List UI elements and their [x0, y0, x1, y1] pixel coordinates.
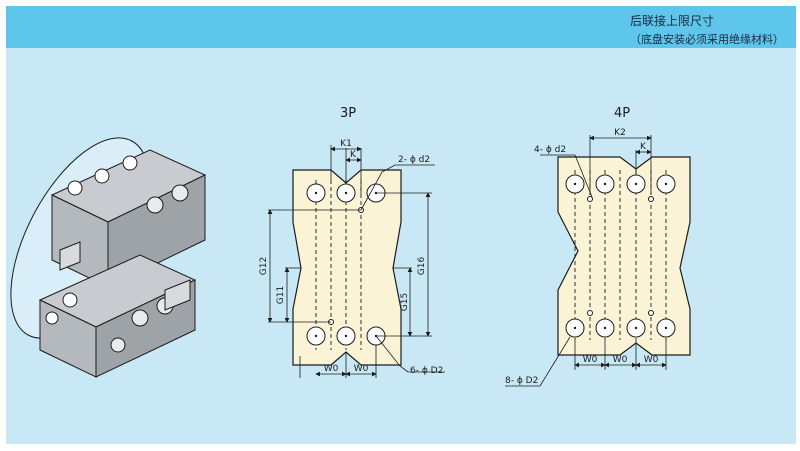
diagram-4p: 4P: [505, 106, 691, 387]
breaker-illustration: [10, 137, 207, 378]
diagram-3p-title: 3P: [340, 106, 356, 121]
header-bar: 后联接上限尺寸 （底盘安装必须采用绝缘材料）: [6, 6, 796, 48]
mounting-plate-4p: [557, 156, 691, 356]
dim-4p-w0-b: W0: [613, 355, 628, 365]
dim-4p-k2: K2: [614, 128, 626, 138]
dim-4p-w0-a: W0: [583, 355, 598, 365]
dim-3p-g15: G15: [400, 293, 410, 311]
dim-3p-k1: K1: [340, 139, 352, 149]
mounting-plate-3p: [292, 169, 402, 366]
callout-3p-bottom: 6- ϕ D2: [410, 366, 443, 376]
header-title: 后联接上限尺寸: [629, 14, 714, 28]
header-subtitle: （底盘安装必须采用绝缘材料）: [630, 33, 784, 46]
diagram-4p-title: 4P: [614, 106, 630, 121]
dim-3p-g11: G11: [276, 286, 286, 304]
callout-4p-bottom: 8- ϕ D2: [505, 376, 538, 386]
dim-3p-g12: G12: [259, 257, 269, 275]
diagram-3p: 3P: [259, 106, 445, 378]
dim-4p-k: K: [640, 142, 647, 152]
dim-3p-k: K: [350, 150, 357, 160]
hole-4p-small-4: [648, 310, 654, 316]
dim-3p-g16: G16: [417, 257, 427, 276]
hole-4p-small-3: [587, 310, 593, 316]
callout-3p-top: 2- ϕ d2: [398, 155, 430, 165]
dim-3p-w0-left: W0: [324, 364, 339, 374]
hole-4p-small-1: [587, 196, 593, 202]
dim-4p-w0-c: W0: [644, 355, 659, 365]
callout-4p-top: 4- ϕ d2: [534, 145, 566, 155]
hole-4p-small-2: [648, 196, 654, 202]
dim-3p-w0-right: W0: [354, 364, 369, 374]
